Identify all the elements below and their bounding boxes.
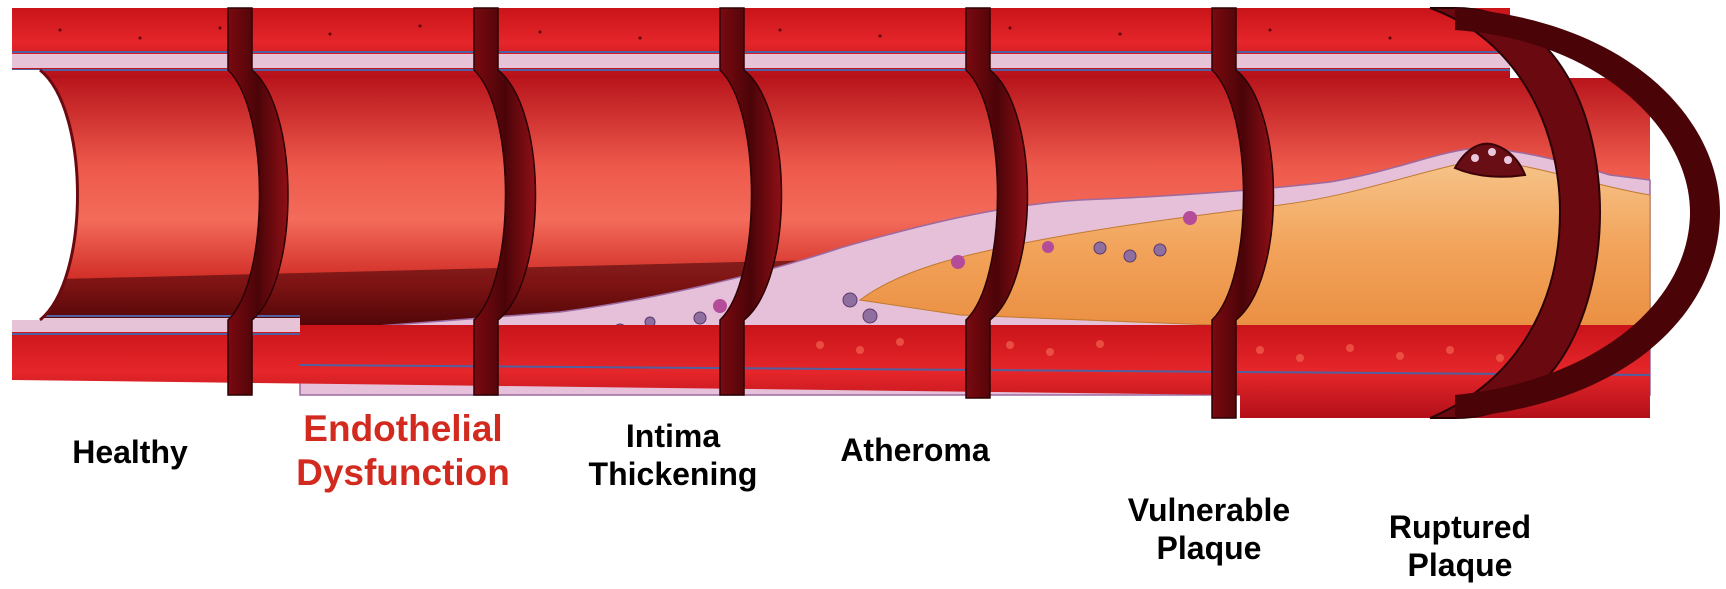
stage-label-atheroma: Atheroma (820, 432, 1010, 470)
vessel-wall-bottom (12, 325, 1650, 418)
stage-label-healthy: Healthy (50, 434, 210, 472)
label-line: Thickening (568, 456, 778, 494)
stage-label-ruptured-plaque: Ruptured Plaque (1360, 509, 1560, 585)
label-line: Endothelial (268, 407, 538, 451)
label-line: Plaque (1104, 530, 1314, 568)
label-line: Healthy (50, 434, 210, 472)
wall-bottom-intima (12, 318, 300, 332)
label-line: Vulnerable (1104, 492, 1314, 530)
label-line: Plaque (1360, 547, 1560, 585)
label-line: Atheroma (820, 432, 1010, 470)
stage-label-vulnerable-plaque: Vulnerable Plaque (1104, 492, 1314, 568)
label-line: Dysfunction (268, 451, 538, 495)
stage-label-endothelial-dysfunction: Endothelial Dysfunction (268, 407, 538, 494)
label-line: Intima (568, 418, 778, 456)
stage-label-intima-thickening: Intima Thickening (568, 418, 778, 494)
label-line: Ruptured (1360, 509, 1560, 547)
